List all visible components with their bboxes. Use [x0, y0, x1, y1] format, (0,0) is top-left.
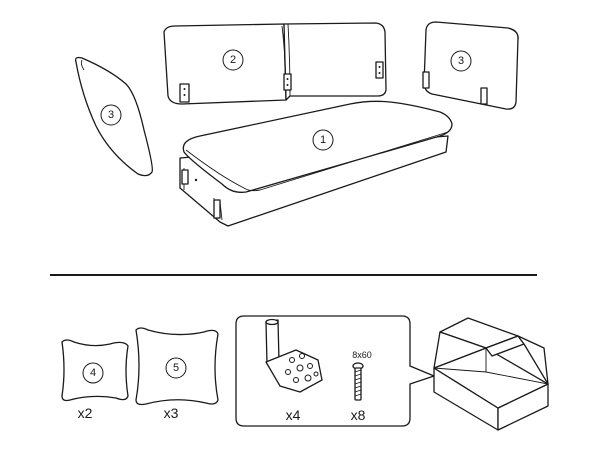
right-arm-number: 3: [458, 55, 464, 67]
right-arm-hinge-left: [422, 71, 430, 89]
back-hinge-right: [375, 61, 384, 79]
screw-size-label: 8x60: [352, 350, 372, 360]
left-arm-number: 3: [108, 109, 114, 121]
bracket-quantity: x4: [286, 407, 301, 423]
back-cushion: 2: [163, 22, 387, 105]
small-pillow-quantity: x2: [78, 405, 93, 421]
large-pillow: 5 x3: [135, 327, 219, 421]
small-pillow: 4 x2: [61, 339, 129, 421]
large-pillow-number-circle: [165, 357, 187, 379]
screw: 8x60 x8: [351, 350, 372, 423]
hardware-callout: x4 8x60 x8: [235, 315, 435, 427]
right-arm-cushion: 3: [422, 21, 519, 110]
back-hinge-left: [179, 83, 190, 103]
back-number-circle: [222, 49, 244, 71]
small-pillow-number-circle: [82, 362, 104, 384]
seat-number: 1: [320, 134, 326, 146]
back-hinge-middle: [283, 73, 292, 91]
large-pillow-quantity: x3: [164, 405, 179, 421]
left-arm-cushion: 3: [74, 56, 153, 177]
left-arm-number-circle: [100, 104, 122, 126]
small-pillow-number: 4: [90, 367, 96, 379]
right-arm-number-circle: [450, 50, 472, 72]
screw-quantity: x8: [351, 407, 366, 423]
seat-cushion: 1: [179, 100, 453, 227]
bracket: x4: [265, 318, 323, 423]
back-number: 2: [230, 54, 236, 66]
large-pillow-number: 5: [173, 362, 179, 374]
right-arm-hinge-right: [480, 87, 488, 105]
seat-number-circle: [312, 129, 334, 151]
packaging-box: [433, 317, 549, 431]
